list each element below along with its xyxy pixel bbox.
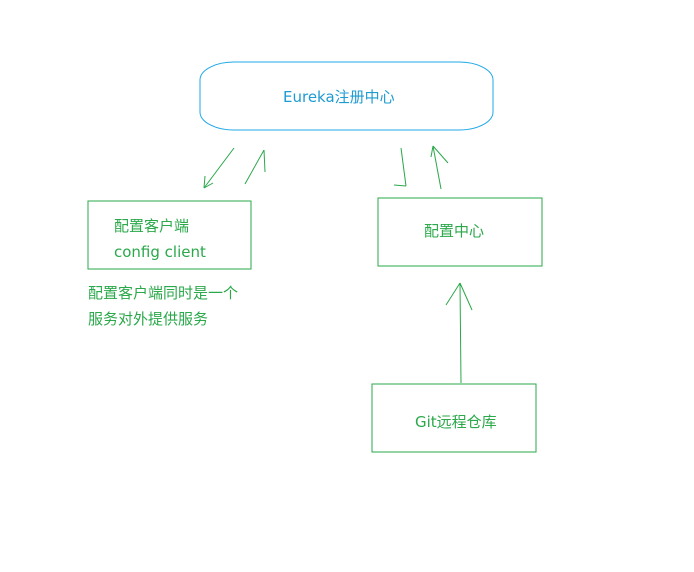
arrow-eureka-to-client [203, 147, 235, 189]
eureka-node [199, 61, 494, 131]
eureka-label: Eureka注册中心 [283, 88, 395, 106]
arrow-center-to-eureka [430, 145, 449, 190]
note-line-1: 配置客户端同时是一个 [88, 284, 239, 302]
git-repo-label: Git远程仓库 [415, 413, 497, 431]
config-center-label: 配置中心 [424, 222, 485, 240]
config-client-node [87, 200, 252, 270]
arrow-client-to-eureka [244, 149, 266, 185]
config-client-label: 配置客户端 [114, 217, 190, 235]
config-client-sublabel: config client [114, 243, 206, 261]
arrow-git-to-center [445, 282, 473, 384]
git-repo-node [371, 383, 537, 453]
config-center-node [377, 197, 543, 267]
arrow-eureka-to-center [393, 147, 407, 187]
note-line-2: 服务对外提供服务 [88, 310, 209, 328]
